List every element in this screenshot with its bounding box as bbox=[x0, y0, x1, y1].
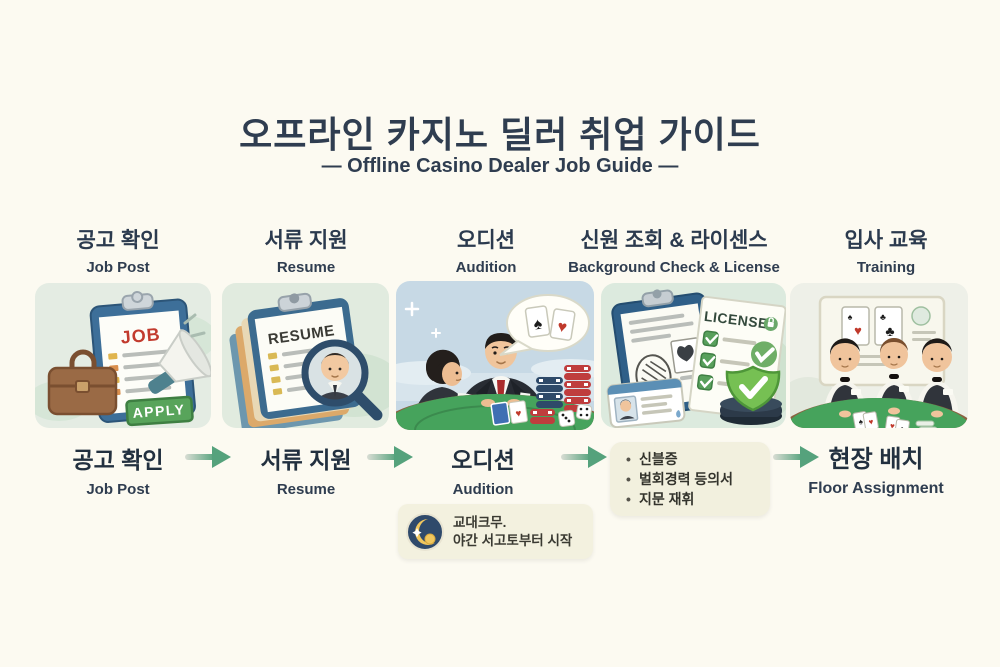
step-label-ko: 서류 지원 bbox=[264, 229, 348, 252]
step-label-ko: 신원 조회 & 라이센스 bbox=[580, 229, 768, 252]
illustration-job-post: JOB APPLY bbox=[35, 283, 211, 428]
step-label-en: Job Post bbox=[86, 259, 150, 276]
step-label-en: Training bbox=[856, 259, 916, 276]
magnifier-icon bbox=[301, 339, 383, 421]
svg-text:♥: ♥ bbox=[868, 417, 874, 427]
svg-text:♥: ♥ bbox=[556, 318, 568, 336]
flow-arrow-icon bbox=[185, 446, 231, 468]
flow-label-en: Floor Assignment bbox=[808, 480, 944, 497]
license-title: LICENSE bbox=[703, 308, 769, 332]
flow-label-ko: 공고 확인 bbox=[72, 447, 164, 473]
flow-label-ko: 서류 지원 bbox=[260, 447, 352, 473]
background-check-requirements-box: 신블증 벌회경력 등의서 지문 재휘 bbox=[610, 442, 770, 516]
flow-arrow-icon bbox=[561, 446, 607, 468]
requirement-item: 신블증 bbox=[622, 449, 760, 469]
step-header-resume: 서류 지원 Resume bbox=[264, 224, 347, 276]
step-header-training: 입사 교육 Training bbox=[844, 224, 927, 276]
requirements-list: 신블증 벌회경력 등의서 지문 재휘 bbox=[622, 449, 760, 509]
background-check-graphic: LICENSE bbox=[601, 283, 786, 428]
dice-icon bbox=[557, 403, 593, 428]
flow-label-en: Resume bbox=[276, 481, 336, 498]
job-doc-title: JOB bbox=[120, 324, 162, 347]
svg-text:♥: ♥ bbox=[515, 408, 522, 420]
flow-step-job-post: 공고 확인 Job Post bbox=[72, 441, 163, 498]
svg-text:♣: ♣ bbox=[899, 425, 906, 428]
flow-arrow-icon bbox=[773, 446, 819, 468]
illustration-resume: RESUME bbox=[222, 283, 389, 428]
page-title: 오프라인 카지노 딜러 취업 가이드 bbox=[239, 114, 761, 155]
flow-arrow-icon bbox=[367, 446, 413, 468]
page-subtitle: — Offline Casino Dealer Job Guide — bbox=[321, 155, 679, 177]
step-label-en: Resume bbox=[276, 259, 336, 276]
flow-step-resume: 서류 지원 Resume bbox=[260, 441, 351, 498]
audition-graphic: ♠ ♥ bbox=[396, 281, 594, 430]
job-post-graphic: JOB APPLY bbox=[35, 283, 211, 428]
step-label-ko: 오디션 bbox=[457, 229, 515, 252]
svg-text:♣: ♣ bbox=[885, 323, 894, 339]
requirement-item: 벌회경력 등의서 bbox=[622, 469, 760, 489]
svg-text:♠: ♠ bbox=[533, 315, 544, 333]
illustration-training: ♠ ♥ ♣ ♣ bbox=[790, 283, 968, 428]
training-table: ♠ ♥ ♥ ♣ bbox=[790, 398, 968, 428]
flow-step-audition: 오디션 Audition bbox=[451, 441, 514, 498]
speech-bubble-cards-icon: ♠ ♥ bbox=[499, 294, 590, 356]
step-label-ko: 입사 교육 bbox=[844, 229, 928, 252]
svg-text:♥: ♥ bbox=[854, 323, 862, 338]
resume-graphic: RESUME bbox=[222, 283, 389, 428]
step-header-audition: 오디션 Audition bbox=[456, 224, 517, 276]
license-lock-icon bbox=[763, 316, 778, 331]
step-label-en: Background Check & License bbox=[568, 259, 780, 276]
svg-text:♠: ♠ bbox=[848, 312, 853, 322]
requirement-item: 지문 재휘 bbox=[622, 489, 760, 509]
illustration-background-check: LICENSE bbox=[601, 283, 786, 428]
id-card-icon bbox=[606, 377, 686, 428]
svg-text:♥: ♥ bbox=[889, 421, 895, 428]
step-header-background-check: 신원 조회 & 라이센스 Background Check & License bbox=[568, 224, 780, 276]
flow-label-ko: 오디션 bbox=[451, 447, 515, 473]
megaphone-icon bbox=[148, 328, 211, 394]
training-graphic: ♠ ♥ ♣ ♣ bbox=[790, 283, 968, 428]
table-cards: ♥ bbox=[490, 400, 528, 426]
flow-label-en: Audition bbox=[452, 481, 514, 498]
moon-star-icon bbox=[406, 512, 444, 551]
step-label-ko: 공고 확인 bbox=[76, 229, 160, 252]
apply-button-graphic: APPLY bbox=[125, 395, 194, 427]
shift-work-note-box: 교대크무. 야간 서고토부터 시작 bbox=[398, 504, 593, 559]
illustration-audition: ♠ ♥ bbox=[396, 281, 594, 430]
flow-step-floor-assignment: 현장 배치 Floor Assignment bbox=[808, 439, 943, 498]
step-header-job-post: 공고 확인 Job Post bbox=[76, 224, 159, 276]
apply-label: APPLY bbox=[132, 401, 186, 421]
briefcase-icon bbox=[47, 349, 118, 416]
note-line-2: 야간 서고토부터 시작 bbox=[453, 532, 573, 548]
license-checkboxes bbox=[696, 330, 757, 391]
note-text: 교대크무. 야간 서고토부터 시작 bbox=[453, 514, 572, 550]
step-label-en: Audition bbox=[455, 259, 517, 276]
flow-label-en: Job Post bbox=[86, 481, 150, 498]
flow-label-ko: 현장 배치 bbox=[828, 446, 924, 473]
svg-text:♠: ♠ bbox=[858, 417, 864, 427]
svg-text:♣: ♣ bbox=[880, 312, 886, 322]
check-shield-icon bbox=[725, 365, 781, 412]
note-line-1: 교대크무. bbox=[453, 514, 507, 530]
